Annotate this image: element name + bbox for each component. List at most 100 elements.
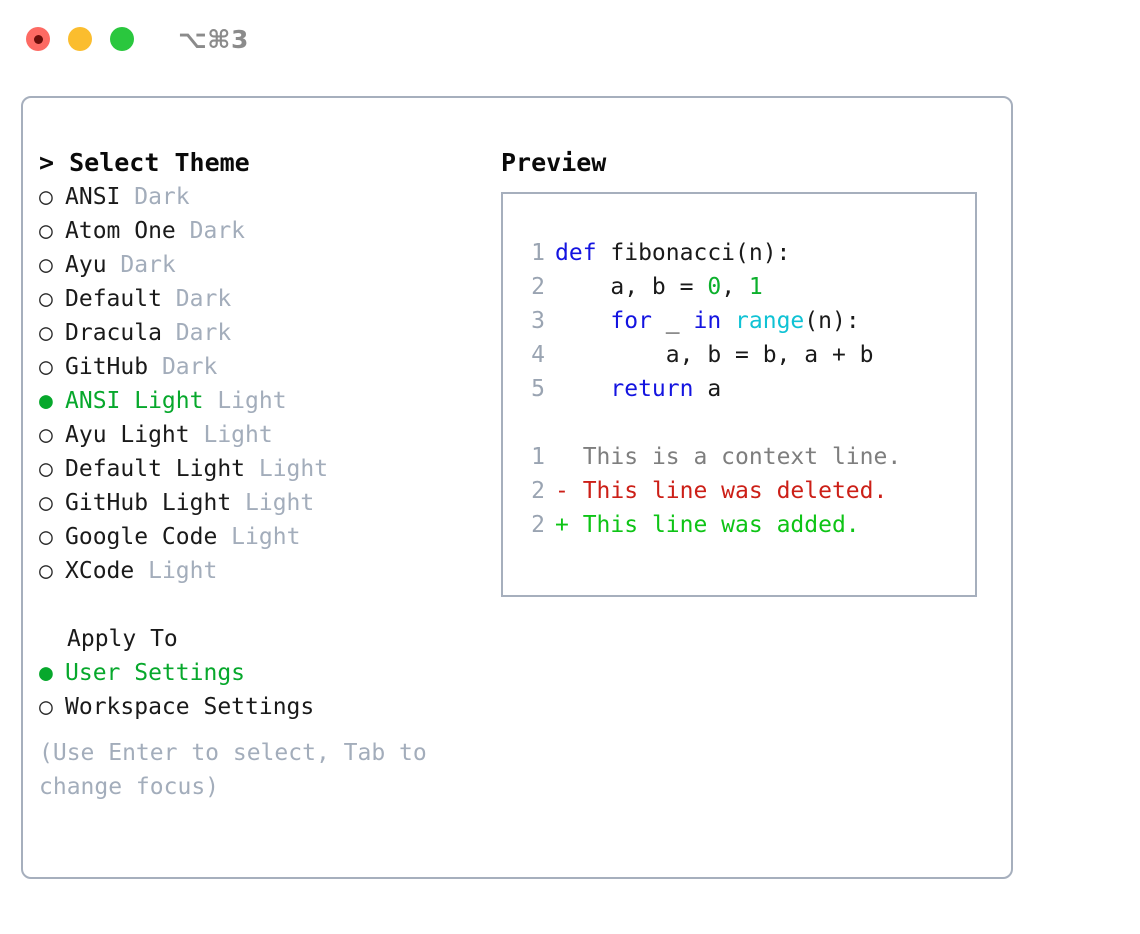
line-number: 5 bbox=[531, 376, 545, 402]
theme-name: ANSI Light bbox=[65, 388, 204, 414]
radio-unselected-icon: ○ bbox=[39, 558, 53, 584]
theme-variant-label: Dark bbox=[106, 252, 176, 278]
theme-list-item[interactable]: ○Ayu Dark bbox=[39, 248, 479, 282]
code-line: 5 return a bbox=[503, 372, 975, 406]
select-theme-heading: > Select Theme bbox=[39, 148, 250, 177]
diff-marker: + bbox=[555, 512, 583, 538]
line-number: 2 bbox=[531, 478, 545, 504]
code-sample: 1 def fibonacci(n): 2 a, b = 0, 1 3 for _ i… bbox=[503, 236, 975, 406]
radio-unselected-icon: ○ bbox=[39, 286, 53, 312]
line-number: 3 bbox=[531, 308, 545, 334]
radio-unselected-icon: ○ bbox=[39, 490, 53, 516]
theme-name: ANSI bbox=[65, 184, 121, 210]
theme-list-item[interactable]: ○ Dracula Dark bbox=[39, 316, 479, 350]
theme-variant-label: Light bbox=[217, 524, 301, 550]
theme-variant-label: Dark bbox=[120, 184, 190, 210]
theme-name: Dracula bbox=[65, 320, 162, 346]
theme-name: Ayu Light bbox=[65, 422, 190, 448]
radio-unselected-icon: ○ bbox=[39, 184, 53, 210]
apply-to-label: Workspace Settings bbox=[65, 694, 315, 720]
theme-name: GitHub bbox=[65, 354, 149, 380]
code-token-num: 1 bbox=[748, 274, 763, 300]
close-window-button[interactable] bbox=[26, 27, 50, 51]
radio-unselected-icon: ○ bbox=[39, 694, 53, 720]
line-number: 2 bbox=[531, 512, 545, 538]
radio-unselected-icon: ○ bbox=[39, 456, 53, 482]
line-number: 2 bbox=[531, 274, 545, 300]
theme-list-item[interactable]: ○ XCode Light bbox=[39, 554, 479, 588]
theme-name: Google Code bbox=[65, 524, 218, 550]
code-line: 3 for _ in range(n): bbox=[503, 304, 975, 338]
theme-variant-label: Light bbox=[231, 490, 315, 516]
theme-list[interactable]: ○ANSI Dark○Atom One Dark○Ayu Dark○Defaul… bbox=[39, 180, 479, 588]
theme-variant-label: Dark bbox=[161, 320, 232, 346]
code-token-pln: a, b = bbox=[555, 274, 708, 300]
window-titlebar: ⌥⌘3 bbox=[0, 0, 1140, 78]
code-token-pln: a, b = b, a + b bbox=[555, 342, 874, 368]
code-token-pln: fibonacci(n): bbox=[610, 240, 791, 266]
code-token-pln bbox=[721, 308, 735, 334]
line-number: 1 bbox=[531, 444, 545, 470]
code-token-pln: a bbox=[693, 376, 722, 402]
code-token-pln bbox=[555, 376, 610, 402]
theme-list-item[interactable]: ○ Default Light Light bbox=[39, 452, 479, 486]
diff-sample: 1 This is a context line.2- This line wa… bbox=[503, 440, 975, 542]
theme-list-item[interactable]: ○ Ayu Light Light bbox=[39, 418, 479, 452]
theme-variant-label: Dark bbox=[175, 218, 246, 244]
theme-list-item[interactable]: ○Default Dark bbox=[39, 282, 479, 316]
diff-text: This line was added. bbox=[582, 512, 860, 538]
main-content-frame: > Select Theme ○ANSI Dark○Atom One Dark○… bbox=[21, 96, 1013, 879]
radio-unselected-icon: ○ bbox=[39, 422, 53, 448]
radio-unselected-icon: ○ bbox=[39, 320, 53, 346]
preview-panel: Preview 1 def fibonacci(n): 2 a, b = 0, 1 3… bbox=[501, 146, 991, 597]
preview-heading: Preview bbox=[501, 148, 607, 177]
code-token-kw: return bbox=[610, 376, 694, 402]
code-token-kw: for bbox=[610, 308, 652, 334]
minimize-window-button[interactable] bbox=[68, 27, 92, 51]
theme-name: Default bbox=[65, 286, 162, 312]
radio-selected-icon: ● bbox=[39, 388, 53, 414]
apply-to-option[interactable]: ● User Settings bbox=[39, 656, 479, 690]
window-title: ⌥⌘3 bbox=[178, 24, 249, 54]
theme-variant-label: Light bbox=[245, 456, 329, 482]
code-token-kw: in bbox=[693, 308, 722, 334]
diff-text: This is a context line. bbox=[582, 444, 902, 470]
diff-marker bbox=[555, 444, 583, 470]
theme-variant-label: Light bbox=[134, 558, 218, 584]
code-token-pln: , bbox=[721, 274, 749, 300]
apply-to-label: User Settings bbox=[65, 660, 246, 686]
theme-list-item[interactable]: ○ ANSI Dark bbox=[39, 180, 479, 214]
list-spacer bbox=[39, 588, 479, 622]
theme-variant-label: Dark bbox=[148, 354, 218, 380]
theme-list-item[interactable]: ● ANSI Light Light bbox=[39, 384, 479, 418]
maximize-window-button[interactable] bbox=[110, 27, 134, 51]
radio-selected-icon: ● bbox=[39, 660, 53, 686]
code-line: 4 a, b = b, a + b bbox=[503, 338, 975, 372]
code-token-pln: (n): bbox=[804, 308, 860, 334]
code-token-fn: range bbox=[735, 308, 805, 334]
theme-list-item[interactable]: ○Atom One Dark bbox=[39, 214, 479, 248]
theme-selection-panel: > Select Theme ○ANSI Dark○Atom One Dark○… bbox=[39, 146, 479, 804]
theme-name: XCode bbox=[65, 558, 135, 584]
line-number: 4 bbox=[531, 342, 545, 368]
theme-name: Default Light bbox=[65, 456, 246, 482]
radio-unselected-icon: ○ bbox=[39, 252, 53, 278]
diff-line: 1 This is a context line. bbox=[503, 440, 975, 474]
theme-variant-label: Light bbox=[189, 422, 273, 448]
code-token-num: 0 bbox=[707, 274, 722, 300]
theme-variant-label: Light bbox=[203, 388, 287, 414]
code-token-pln: _ bbox=[651, 308, 694, 334]
apply-to-list[interactable]: ● User Settings ○ Workspace Settings bbox=[39, 656, 479, 724]
theme-list-item[interactable]: ○Google Code Light bbox=[39, 520, 479, 554]
theme-name: Atom One bbox=[65, 218, 176, 244]
preview-box: 1 def fibonacci(n): 2 a, b = 0, 1 3 for _ i… bbox=[501, 192, 977, 597]
theme-list-item[interactable]: ○GitHub Dark bbox=[39, 350, 479, 384]
keyboard-hint-text: (Use Enter to select, Tab to change focu… bbox=[39, 740, 427, 800]
code-token-pln bbox=[555, 308, 610, 334]
theme-list-item[interactable]: ○GitHub Light Light bbox=[39, 486, 479, 520]
line-number: 1 bbox=[531, 240, 545, 266]
code-line: 1 def fibonacci(n): bbox=[503, 236, 975, 270]
apply-to-option[interactable]: ○ Workspace Settings bbox=[39, 690, 479, 724]
code-token-kw: def bbox=[555, 240, 611, 266]
